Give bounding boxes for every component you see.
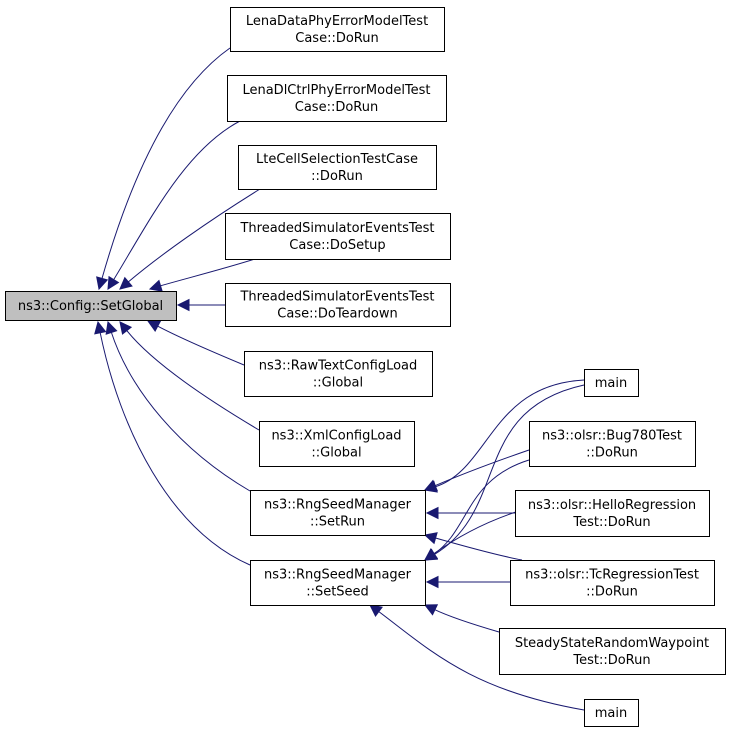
arrowhead-main-2-to-setseed xyxy=(369,604,383,617)
edge-lena-dlctrl-to-root xyxy=(112,120,241,281)
node-label: ::SetRun xyxy=(310,515,365,530)
node-box[interactable] xyxy=(225,283,451,327)
node-box[interactable] xyxy=(250,490,426,536)
arrowhead-hello-to-setrun xyxy=(425,506,439,520)
node-label: main xyxy=(595,376,627,391)
arrowhead-hello-to-setseed xyxy=(424,548,439,561)
arrowhead-threaded-setup-to-root xyxy=(148,279,163,292)
node-label: LenaDataPhyErrorModelTest xyxy=(246,14,428,29)
edge-lte-cell-to-root xyxy=(127,188,261,283)
node-label: ::DoRun xyxy=(586,446,638,461)
graph-nodes: ns3::Config::SetGlobal LenaDataPhyErrorMo… xyxy=(5,7,726,727)
node-main-1[interactable]: main xyxy=(584,369,639,397)
node-box[interactable] xyxy=(499,628,726,675)
node-label: ThreadedSimulatorEventsTest xyxy=(239,221,434,236)
node-box[interactable] xyxy=(584,369,639,397)
node-label: Case::DoSetup xyxy=(289,238,385,253)
node-setseed[interactable]: ns3::RngSeedManager::SetSeed xyxy=(250,560,426,606)
node-label: Case::DoRun xyxy=(295,100,378,115)
arrowhead-bug780-to-setrun xyxy=(423,479,439,492)
node-label: ns3::olsr::HelloRegression xyxy=(528,498,696,513)
edge-xml-to-root xyxy=(125,329,260,431)
edge-threaded-setup-to-root xyxy=(159,258,256,287)
graph-edges xyxy=(94,47,585,711)
edge-setrun-to-root xyxy=(110,331,251,492)
edge-main-1-to-setseed xyxy=(433,384,585,556)
edge-rawtext-to-root xyxy=(156,325,245,366)
node-label: ns3::XmlConfigLoad xyxy=(271,429,401,444)
edge-steady-to-setseed xyxy=(433,608,500,633)
node-label: ::Global xyxy=(313,376,363,391)
node-label: ns3::Config::SetGlobal xyxy=(18,299,163,314)
node-rawtext[interactable]: ns3::RawTextConfigLoad::Global xyxy=(244,351,433,397)
node-box[interactable] xyxy=(510,560,715,606)
node-setrun[interactable]: ns3::RngSeedManager::SetRun xyxy=(250,490,426,536)
arrowhead-lena-data-to-root xyxy=(96,276,109,291)
node-xml[interactable]: ns3::XmlConfigLoad::Global xyxy=(259,421,415,467)
node-label: Test::DoRun xyxy=(572,653,650,668)
arrowhead-threaded-teardown-to-root xyxy=(176,298,190,312)
edge-setseed-to-root xyxy=(99,331,251,566)
arrowhead-setseed-to-root xyxy=(94,320,107,335)
node-label: LteCellSelectionTestCase xyxy=(256,152,418,167)
edge-bug780-to-setseed xyxy=(433,459,530,555)
edge-hello-to-setseed xyxy=(432,509,523,555)
node-box[interactable] xyxy=(244,351,433,397)
arrowhead-rawtext-to-root xyxy=(147,320,162,332)
arrowhead-lte-cell-to-root xyxy=(119,276,133,290)
node-label: LenaDlCtrlPhyErrorModelTest xyxy=(242,83,430,98)
node-box[interactable] xyxy=(515,490,710,537)
arrowhead-tc-to-setrun xyxy=(423,532,438,545)
node-box[interactable] xyxy=(225,213,451,260)
node-label: Test::DoRun xyxy=(572,515,650,530)
node-bug780[interactable]: ns3::olsr::Bug780Test::DoRun xyxy=(529,421,696,467)
node-label: ns3::olsr::Bug780Test xyxy=(542,429,682,444)
arrowhead-xml-to-root xyxy=(119,321,133,335)
arrowhead-steady-to-setseed xyxy=(423,604,439,616)
node-label: ::DoRun xyxy=(586,585,638,600)
node-threaded-teardown[interactable]: ThreadedSimulatorEventsTestCase::DoTeard… xyxy=(225,283,451,327)
node-label: ns3::RngSeedManager xyxy=(264,568,412,583)
node-box[interactable] xyxy=(529,421,696,467)
arrowhead-lena-dlctrl-to-root xyxy=(107,275,120,290)
node-label: main xyxy=(595,706,627,721)
node-box[interactable] xyxy=(227,75,447,122)
node-label: ns3::olsr::TcRegressionTest xyxy=(525,568,699,583)
node-box[interactable] xyxy=(238,145,437,190)
node-label: ThreadedSimulatorEventsTest xyxy=(239,290,434,305)
node-lte-cell[interactable]: LteCellSelectionTestCase::DoRun xyxy=(238,145,437,190)
node-tc[interactable]: ns3::olsr::TcRegressionTest::DoRun xyxy=(510,560,715,606)
root-node-set-global[interactable]: ns3::Config::SetGlobal xyxy=(5,291,177,321)
node-label: Case::DoRun xyxy=(295,31,378,46)
node-box[interactable] xyxy=(230,7,445,52)
node-box[interactable] xyxy=(250,560,426,606)
node-box[interactable] xyxy=(584,699,639,727)
edge-bug780-to-setrun xyxy=(433,449,530,487)
node-label: SteadyStateRandomWaypoint xyxy=(515,636,709,651)
edge-tc-to-setrun xyxy=(434,537,523,561)
node-label: ns3::RawTextConfigLoad xyxy=(259,359,418,374)
arrowhead-tc-to-setseed xyxy=(425,575,439,589)
node-label: Case::DoTeardown xyxy=(277,307,397,322)
arrowhead-setrun-to-root xyxy=(105,320,118,335)
node-label: ::DoRun xyxy=(311,169,363,184)
node-box[interactable] xyxy=(5,291,177,321)
edge-main-2-to-setseed xyxy=(377,610,585,711)
node-main-2[interactable]: main xyxy=(584,699,639,727)
node-label: ns3::RngSeedManager xyxy=(264,498,412,513)
node-label: ::Global xyxy=(311,446,361,461)
node-box[interactable] xyxy=(259,421,415,467)
node-label: ::SetSeed xyxy=(306,585,369,600)
edge-lena-data-to-root xyxy=(101,47,231,280)
